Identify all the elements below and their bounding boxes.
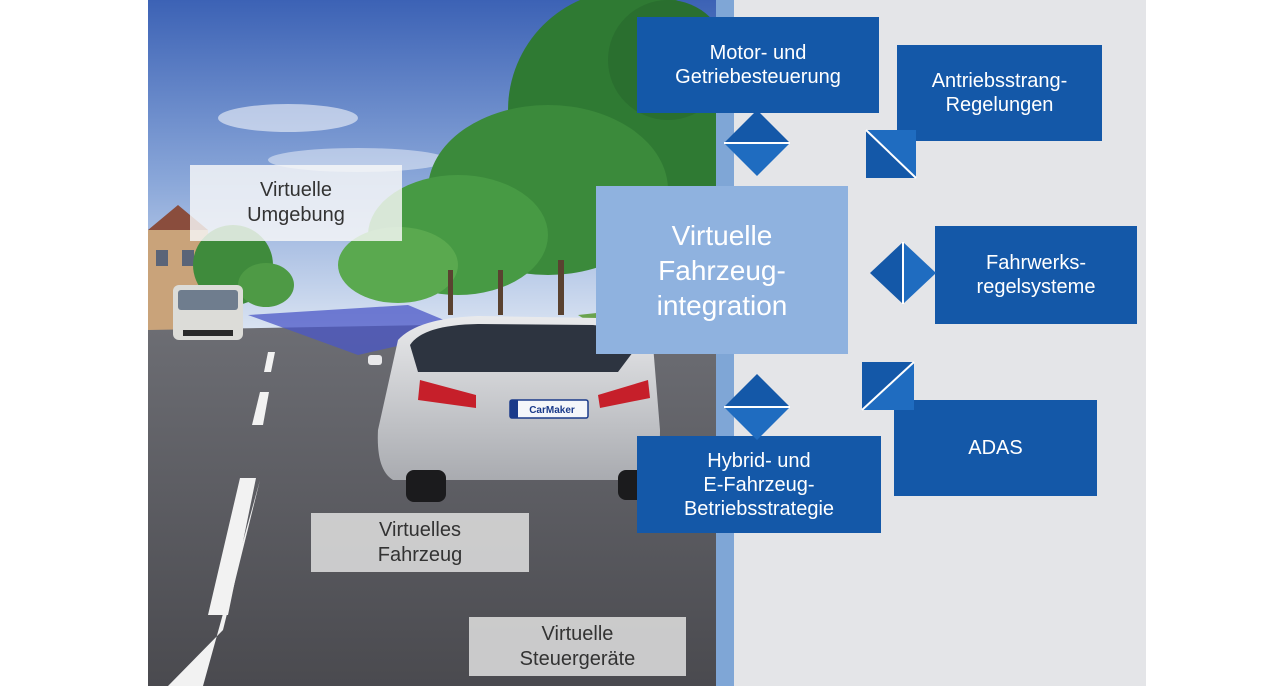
connector-adas-triangle [861,361,915,411]
connector-bottom-diamond [724,374,790,440]
connector-top-diamond [724,110,790,176]
label-virtuelle-umgebung: Virtuelle Umgebung [190,165,402,241]
label-virtuelle-steuergeraete: Virtuelle Steuergeräte [469,617,686,676]
label-virtuelles-fahrzeug: Virtuelles Fahrzeug [311,513,529,572]
box-motor-getriebesteuerung: Motor- und Getriebesteuerung [637,17,879,113]
connector-right-diamond [870,242,936,304]
box-adas: ADAS [894,400,1097,496]
license-plate-text: CarMaker [529,405,575,416]
center-virtuelle-fahrzeugintegration: Virtuelle Fahrzeug- integration [596,186,848,354]
box-fahrwerksregelsysteme: Fahrwerks- regelsysteme [935,226,1137,324]
connector-antrieb-triangle [865,129,917,179]
box-hybrid-betriebsstrategie: Hybrid- und E-Fahrzeug- Betriebsstrategi… [637,436,881,533]
box-antriebsstrang-regelungen: Antriebsstrang- Regelungen [897,45,1102,141]
